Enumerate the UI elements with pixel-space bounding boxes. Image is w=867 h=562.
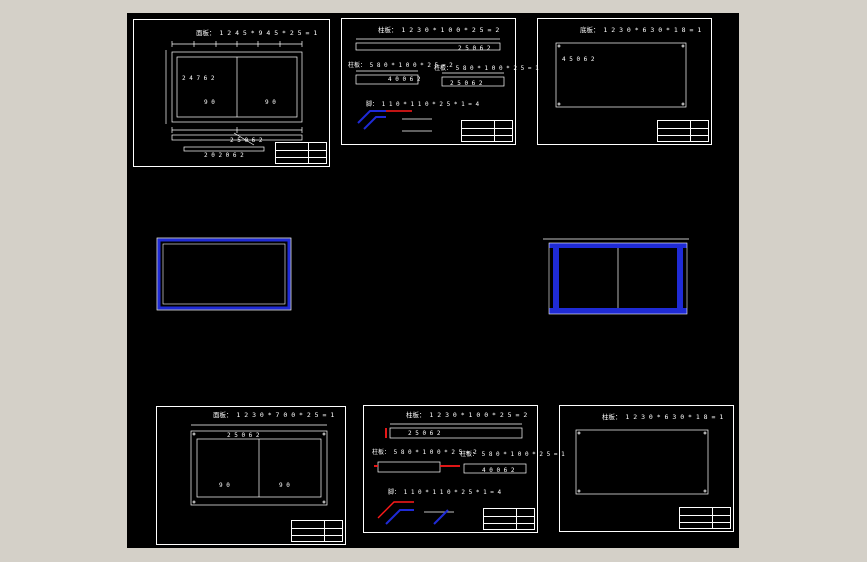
sheet-5-sub-2: 柱板： 5 8 0 * 1 0 0 * 2 5 = 1 (460, 451, 565, 458)
drawing-sheet-6: 柱板： 1 2 3 0 * 6 3 0 * 1 8 = 1 (559, 405, 734, 532)
sheet-2-graphics (355, 38, 505, 132)
sheet-1-title-block (275, 142, 327, 164)
model-views (156, 237, 689, 315)
sheet-5-title: 柱板： 1 2 3 0 * 1 0 0 * 2 5 = 2 (406, 411, 528, 419)
sheet-3-title: 底板： 1 2 3 0 * 6 3 0 * 1 8 = 1 (580, 26, 702, 34)
drawing-sheet-1: 面板： 1 2 4 5 * 9 4 5 * 2 5 = 1 2 4 7 6 2 … (133, 19, 330, 167)
sheet-1-label-5: 2 0 2 0 6 2 (204, 152, 244, 159)
sheet-1-label-3: 9 0 (265, 99, 276, 106)
sheet-2-label-3: 2 5 0 6 2 (450, 80, 483, 87)
sheet-5-sub-3: 脚： 1 1 0 * 1 1 0 * 2 5 * 1 = 4 (388, 489, 502, 496)
sheet-1-label-1: 2 4 7 6 2 (182, 75, 215, 82)
drawing-sheet-5: 柱板： 1 2 3 0 * 1 0 0 * 2 5 = 2 柱板： 5 8 0 … (363, 405, 565, 533)
cad-model-space[interactable]: 面板： 1 2 4 5 * 9 4 5 * 2 5 = 1 2 4 7 6 2 … (127, 13, 739, 548)
sheet-6-title: 柱板： 1 2 3 0 * 6 3 0 * 1 8 = 1 (602, 413, 724, 421)
sheet-1-label-4: 2 5 0 6 2 (230, 137, 263, 144)
sheet-5-label-1: 2 5 0 6 2 (408, 430, 441, 437)
sheet-5-title-block (483, 508, 535, 530)
sheet-5-sub-1: 柱板： 5 8 0 * 1 0 0 * 2 5 = 2 (372, 449, 477, 456)
sheet-1-graphics (165, 41, 303, 152)
sheet-2-label-1: 2 5 0 6 2 (458, 45, 491, 52)
sheet-3-title-block (657, 120, 709, 142)
sheet-2-title-block (461, 120, 513, 142)
drawing-sheet-2: 柱板： 1 2 3 0 * 1 0 0 * 2 5 = 2 柱板： 5 8 0 … (341, 18, 539, 145)
sheet-4-title-block (291, 520, 343, 542)
blue-frame-right-view (543, 238, 689, 315)
sheet-2-sub-2: 柱板： 5 8 0 * 1 0 0 * 2 5 = 1 (434, 65, 539, 72)
sheet-2-label-2: 4 0 0 6 2 (388, 76, 421, 83)
drawing-sheet-3: 底板： 1 2 3 0 * 6 3 0 * 1 8 = 1 4 5 0 6 2 (537, 18, 712, 145)
sheet-2-sub-3: 脚： 1 1 0 * 1 1 0 * 2 5 * 1 = 4 (366, 101, 480, 108)
sheet-1-label-2: 9 0 (204, 99, 215, 106)
sheet-1-title: 面板： 1 2 4 5 * 9 4 5 * 2 5 = 1 (196, 29, 318, 37)
drawing-sheet-4: 面板： 1 2 3 0 * 7 0 0 * 2 5 = 1 2 5 0 6 2 … (156, 406, 346, 545)
sheet-4-label-3: 9 0 (279, 482, 290, 489)
sheet-6-graphics (575, 429, 709, 495)
sheet-2-title: 柱板： 1 2 3 0 * 1 0 0 * 2 5 = 2 (378, 26, 500, 34)
sheet-4-label-1: 2 5 0 6 2 (227, 432, 260, 439)
sheet-4-graphics (190, 424, 328, 506)
sheet-3-graphics (555, 42, 687, 108)
sheet-5-label-2: 4 0 0 6 2 (482, 467, 515, 474)
sheet-4-label-2: 9 0 (219, 482, 230, 489)
sheet-5-graphics (374, 423, 527, 525)
sheet-6-title-block (679, 507, 731, 529)
sheet-3-label-1: 4 5 0 6 2 (562, 56, 595, 63)
sheet-4-title: 面板： 1 2 3 0 * 7 0 0 * 2 5 = 1 (213, 411, 335, 419)
sheet-2-sub-1: 柱板： 5 8 0 * 1 0 0 * 2 5 = 2 (348, 62, 453, 69)
blue-frame-left-view (156, 237, 292, 311)
